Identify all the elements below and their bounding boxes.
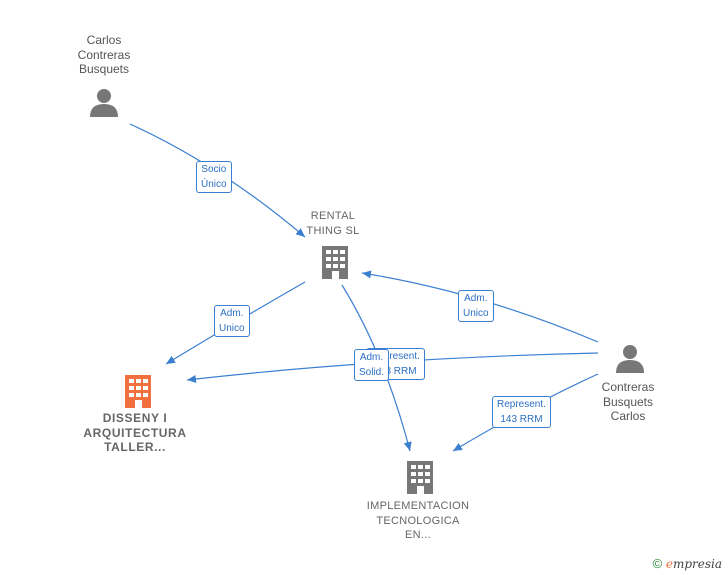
brand-logo: empresia [666,557,722,571]
brand-initial: e [665,557,673,571]
edge-label-represent-lower[interactable]: Represent. 143 RRM [492,396,551,428]
node-label-line: Contreras [77,47,131,62]
node-label-disseny-arquitectura[interactable]: DISSENY I ARQUITECTURA TALLER... [70,411,200,455]
edge-label-line: Unico [463,308,489,319]
edge-label-adm-solid[interactable]: Adm. Solid. [354,349,390,381]
edge-label-adm-unico-left[interactable]: Adm. Unico [214,305,250,337]
edge-label-line: Represent. [371,351,420,362]
node-label-line: Contreras [601,380,655,394]
node-label-line: IMPLEMENTACION [366,500,470,512]
node-label-line: Carlos [86,33,122,47]
edge-label-adm-unico-right[interactable]: Adm. Unico [458,290,494,322]
edge-label-line: Adm. [464,293,488,304]
node-label-carlos-contreras-busquets[interactable]: Carlos Contreras Busquets [50,33,158,77]
brand-name: mpresia [672,557,722,571]
edge-label-line: Adm. [220,308,244,319]
building-icon-highlight [125,375,151,408]
node-label-line: TALLER... [104,440,166,454]
footer-brand[interactable]: © empresia [653,556,722,571]
edge-label-line: Represent. [497,399,546,410]
person-icon [90,89,118,117]
edge-label-line: Socio [201,164,227,175]
node-label-line: Carlos [610,409,646,423]
node-label-line: EN... [405,529,431,541]
edge-label-line: Adm. [359,352,384,363]
building-icon [407,461,433,494]
building-icon [322,246,348,279]
node-label-rental-thing[interactable]: RENTAL THING SL [280,209,386,238]
edge-label-socio-unico[interactable]: Socio Único [196,161,232,193]
edge-label-line: 143 RRM [500,414,543,425]
node-label-line: Busquets [602,394,654,409]
edge-label-line: 143 RRM [374,366,417,377]
node-label-line: Busquets [78,62,130,76]
node-label-line: DISSENY I [102,411,168,425]
edge-label-line: Único [201,179,227,190]
node-label-implementacion-tecnologica[interactable]: IMPLEMENTACION TECNOLOGICA EN... [350,499,486,543]
node-label-line: RENTAL [310,210,356,222]
edge-label-line: Unico [219,323,245,334]
copyright-icon: © [652,556,663,571]
node-label-line: THING SL [306,224,360,237]
edge-label-line: Solid. [359,367,385,378]
node-label-line: TECNOLOGICA [376,514,460,527]
node-label-contreras-busquets-carlos[interactable]: Contreras Busquets Carlos [578,380,678,424]
node-label-line: ARQUITECTURA [83,425,187,440]
person-icon [616,345,644,373]
